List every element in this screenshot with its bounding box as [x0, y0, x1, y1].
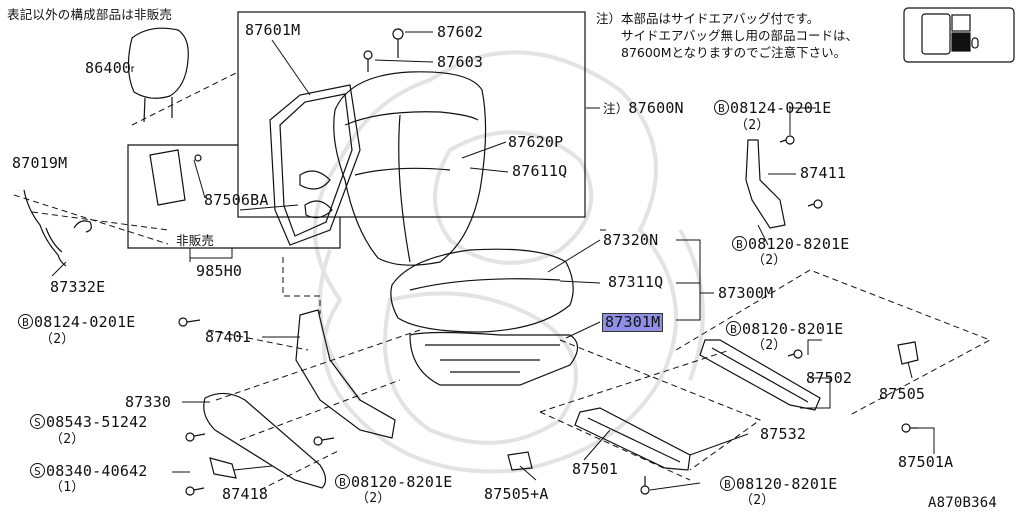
note-line-2: サイドエアバッグ無し用の部品コードは、	[596, 28, 859, 43]
bolt-symbol-s-icon: S	[30, 463, 45, 478]
part-87505[interactable]: 87505	[879, 385, 926, 403]
part-87501[interactable]: 87501	[572, 460, 619, 478]
bolt-code: 08120-8201E	[742, 320, 844, 338]
airbag-module-drawing	[149, 149, 202, 206]
bolt-code: 08120-8201E	[736, 475, 838, 493]
bracket-87411-drawing	[745, 139, 786, 229]
part-87320N[interactable]: 87320N	[603, 231, 659, 249]
part-87502[interactable]: 87502	[806, 369, 853, 387]
bolt-s2-qty: （1）	[50, 480, 85, 495]
part-87019M[interactable]: 87019M	[12, 154, 68, 172]
seatback-cushion-drawing	[333, 71, 487, 266]
seat-frame-drawing	[409, 331, 579, 386]
bolt-b3-qty: （2）	[735, 118, 770, 133]
part-87332E[interactable]: 87332E	[50, 278, 106, 296]
bolt-code: 08124-0201E	[730, 99, 832, 117]
bolt-code: 08124-0201E	[34, 313, 136, 331]
bolt-symbol-s-icon: S	[30, 414, 45, 429]
note-prefix: 注）	[603, 101, 629, 116]
diagram-code: A870B364	[928, 495, 998, 511]
part-87600N-number: 87600N	[628, 99, 684, 117]
bolt-symbol-b-icon: B	[720, 476, 735, 491]
part-87603[interactable]: 87603	[437, 53, 484, 71]
note-line-3: 87600Mとなりますのでご注意下さい。	[596, 45, 847, 60]
slide-rail-left-drawing	[574, 407, 691, 471]
backrest-box	[237, 11, 586, 218]
bolt-s1-qty: （2）	[50, 432, 85, 447]
bolt-code: 08340-40642	[46, 462, 148, 480]
bolt-symbol-b-icon: B	[335, 474, 350, 489]
bolt-code: 08543-51242	[46, 413, 148, 431]
part-87411[interactable]: 87411	[800, 164, 847, 182]
part-87620P[interactable]: 87620P	[508, 133, 564, 151]
bolt-b1-qty: （2）	[40, 332, 75, 347]
bolt-glyphs	[178, 28, 918, 496]
part-87505-drawing	[897, 341, 919, 365]
part-985H0[interactable]: 985H0	[196, 262, 243, 280]
part-87505A-drawing	[507, 451, 533, 471]
bolt-b5-qty: （2）	[356, 491, 391, 506]
side-cover-drawing	[203, 392, 327, 489]
not-sold-label: 非販売	[176, 233, 215, 248]
part-87532[interactable]: 87532	[760, 425, 807, 443]
slide-rail-right-drawing	[699, 339, 821, 411]
part-87600N[interactable]: 注）87600N	[603, 100, 684, 117]
part-87501A[interactable]: 87501A	[898, 453, 954, 471]
bolt-symbol-b-icon: B	[18, 314, 33, 329]
not-sold-notice: 表記以外の構成部品は非販売	[7, 7, 173, 22]
part-87601M[interactable]: 87601M	[245, 21, 301, 39]
seat-thumbnail	[903, 7, 1015, 63]
watermark	[313, 50, 705, 474]
part-87330[interactable]: 87330	[125, 393, 172, 411]
bolt-symbol-b-icon: B	[714, 100, 729, 115]
leader-lines	[51, 31, 935, 491]
part-87418-drawing	[209, 457, 237, 479]
part-87418[interactable]: 87418	[222, 485, 269, 503]
part-87301M-highlighted[interactable]: 87301M	[602, 313, 664, 332]
seat-cushion-drawing	[390, 248, 574, 333]
part-87602[interactable]: 87602	[437, 23, 484, 41]
note-line-1: 注）本部品はサイドエアバッグ付です。	[596, 11, 820, 26]
bolt-b2-qty: （2）	[752, 338, 787, 353]
bolt-symbol-b-icon: B	[732, 236, 747, 251]
part-87300M[interactable]: 87300M	[718, 284, 774, 302]
harness-drawing	[23, 189, 67, 267]
part-87401[interactable]: 87401	[205, 328, 252, 346]
airbag-note: 注）本部品はサイドエアバッグ付です。 サイドエアバッグ無し用の部品コードは、 8…	[596, 10, 858, 61]
clip-drawing	[73, 220, 92, 233]
backrest-box-inner	[127, 144, 341, 249]
bolt-code: 08120-8201E	[351, 473, 453, 491]
bolt-b4-qty: （2）	[752, 253, 787, 268]
part-87505A[interactable]: 87505+A	[484, 485, 549, 503]
bolt-b6-qty: （2）	[740, 493, 775, 508]
headrest-drawing	[127, 27, 189, 123]
bolt-symbol-b-icon: B	[726, 321, 741, 336]
part-86400[interactable]: 86400	[85, 59, 132, 77]
dashed-lines	[13, 71, 992, 491]
part-87311Q[interactable]: 87311Q	[608, 273, 664, 291]
part-87611Q[interactable]: 87611Q	[512, 162, 568, 180]
part-87506BA[interactable]: 87506BA	[204, 191, 269, 209]
recliner-drawing	[295, 309, 396, 439]
bolt-code: 08120-8201E	[748, 235, 850, 253]
